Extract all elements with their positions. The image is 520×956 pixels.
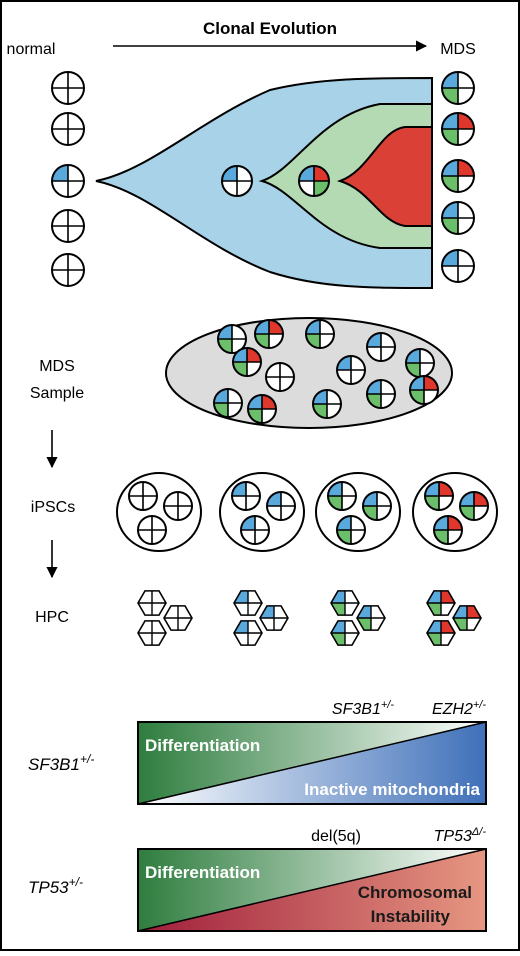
sf3b1-row-label: SF3B1+/- [28, 752, 94, 774]
ezh2-marker: EZH2+/- [432, 699, 486, 718]
ipsc-cell [137, 515, 167, 545]
del5q-marker: del(5q) [311, 828, 361, 845]
instability-label: Instability [371, 907, 451, 926]
clone2-cell [298, 165, 330, 197]
fish-plot [95, 76, 433, 290]
sample-cell [265, 362, 295, 392]
ipsc-cell [240, 515, 270, 545]
normal-cell [51, 209, 85, 243]
red-clone-stream [336, 126, 433, 227]
hpc-hexagon [426, 620, 456, 646]
mds-sample-label-line2: Sample [30, 385, 84, 402]
sample-cell [213, 388, 243, 418]
tp53-gradient-box: Differentiation Chromosomal Instability [137, 848, 487, 932]
sf3b1-marker: SF3B1+/- [332, 699, 394, 718]
ipsc-cell [163, 491, 193, 521]
hpc-hexagon [452, 605, 482, 631]
sf3b1-gradient-box: Differentiation Inactive mitochondria [137, 721, 487, 805]
hpc-hexagon [330, 620, 360, 646]
hpc-hexagon [137, 620, 167, 646]
sample-cell [312, 389, 342, 419]
chromosomal-label: Chromosomal [358, 883, 472, 902]
ipsc-cell [433, 515, 463, 545]
sample-cell [305, 319, 335, 349]
ipsc-cell [362, 491, 392, 521]
gradient1-diagonal [137, 721, 487, 805]
gradient1-border [137, 721, 487, 805]
tp53-marker: TP53Δ/- [434, 826, 487, 845]
hpc-label: HPC [35, 609, 69, 626]
mds-label: MDS [440, 41, 476, 58]
hpc-hexagon [426, 590, 456, 616]
sample-cell [366, 332, 396, 362]
hpc-hexagon [137, 590, 167, 616]
normal-label: normal [7, 41, 56, 58]
ipsc-cell [336, 515, 366, 545]
normal-cell [51, 253, 85, 287]
normal-cell [51, 112, 85, 146]
differentiation-label-1: Differentiation [145, 736, 260, 755]
mds-cell [441, 71, 475, 105]
gradient2-diagonal [137, 848, 487, 932]
ipsc-cell [424, 481, 454, 511]
hpc-hexagon [356, 605, 386, 631]
sample-cell [405, 348, 435, 378]
figure-title: Clonal Evolution [203, 19, 337, 38]
ipsc-cell [266, 491, 296, 521]
hpc-hexagon [233, 620, 263, 646]
mds-cell [441, 201, 475, 235]
differentiation-label-2: Differentiation [145, 863, 260, 882]
sample-cell [254, 319, 284, 349]
hpc-hexagon [330, 590, 360, 616]
founder-cell [51, 164, 85, 198]
mds-sample-label-line1: MDS [39, 358, 75, 375]
mds-cell [441, 159, 475, 193]
normal-cell [51, 71, 85, 105]
ipsc-cell [459, 491, 489, 521]
mds-cell [441, 249, 475, 283]
ipscs-label: iPSCs [31, 499, 75, 516]
ipsc-cell [327, 481, 357, 511]
sample-cell [409, 375, 439, 405]
clone1-cell [221, 165, 253, 197]
tp53-row-label: TP53+/- [28, 875, 83, 897]
inactive-mitochondria-label: Inactive mitochondria [304, 780, 480, 799]
ipsc-cell [128, 481, 158, 511]
sample-cell [217, 324, 247, 354]
mds-cell [441, 112, 475, 146]
hpc-hexagon [163, 605, 193, 631]
ipsc-cell [231, 481, 261, 511]
hpc-hexagon [233, 590, 263, 616]
sample-cell [336, 355, 366, 385]
cells-layer [51, 71, 489, 646]
sample-cell [247, 394, 277, 424]
gradient2-border [137, 848, 487, 932]
sample-cell [366, 379, 396, 409]
hpc-hexagon [259, 605, 289, 631]
sample-cell [232, 347, 262, 377]
